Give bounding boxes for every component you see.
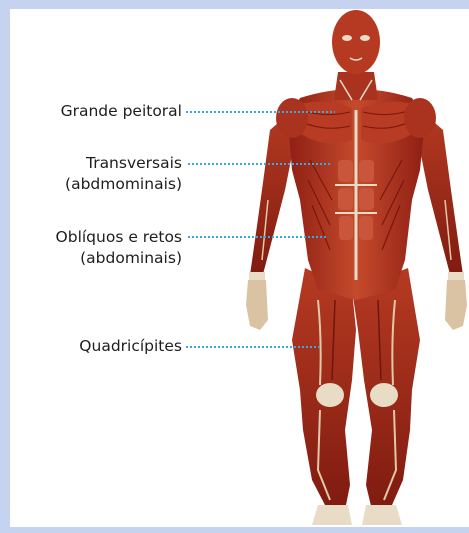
- label-grande-peitoral: Grande peitoral: [61, 101, 182, 122]
- label-obliquos: Oblíquos e retos (abdominais): [56, 227, 182, 269]
- label-quadricipites-text: Quadricípites: [79, 337, 182, 355]
- label-transversais-line2: (abdmominais): [65, 174, 182, 195]
- label-obliquos-line1: Oblíquos e retos: [56, 227, 182, 248]
- label-transversais: Transversais (abdmominais): [65, 153, 182, 195]
- label-transversais-line1: Transversais: [65, 153, 182, 174]
- label-obliquos-line2: (abdominais): [56, 248, 182, 269]
- label-grande-peitoral-text: Grande peitoral: [61, 102, 182, 120]
- label-quadricipites: Quadricípites: [79, 336, 182, 357]
